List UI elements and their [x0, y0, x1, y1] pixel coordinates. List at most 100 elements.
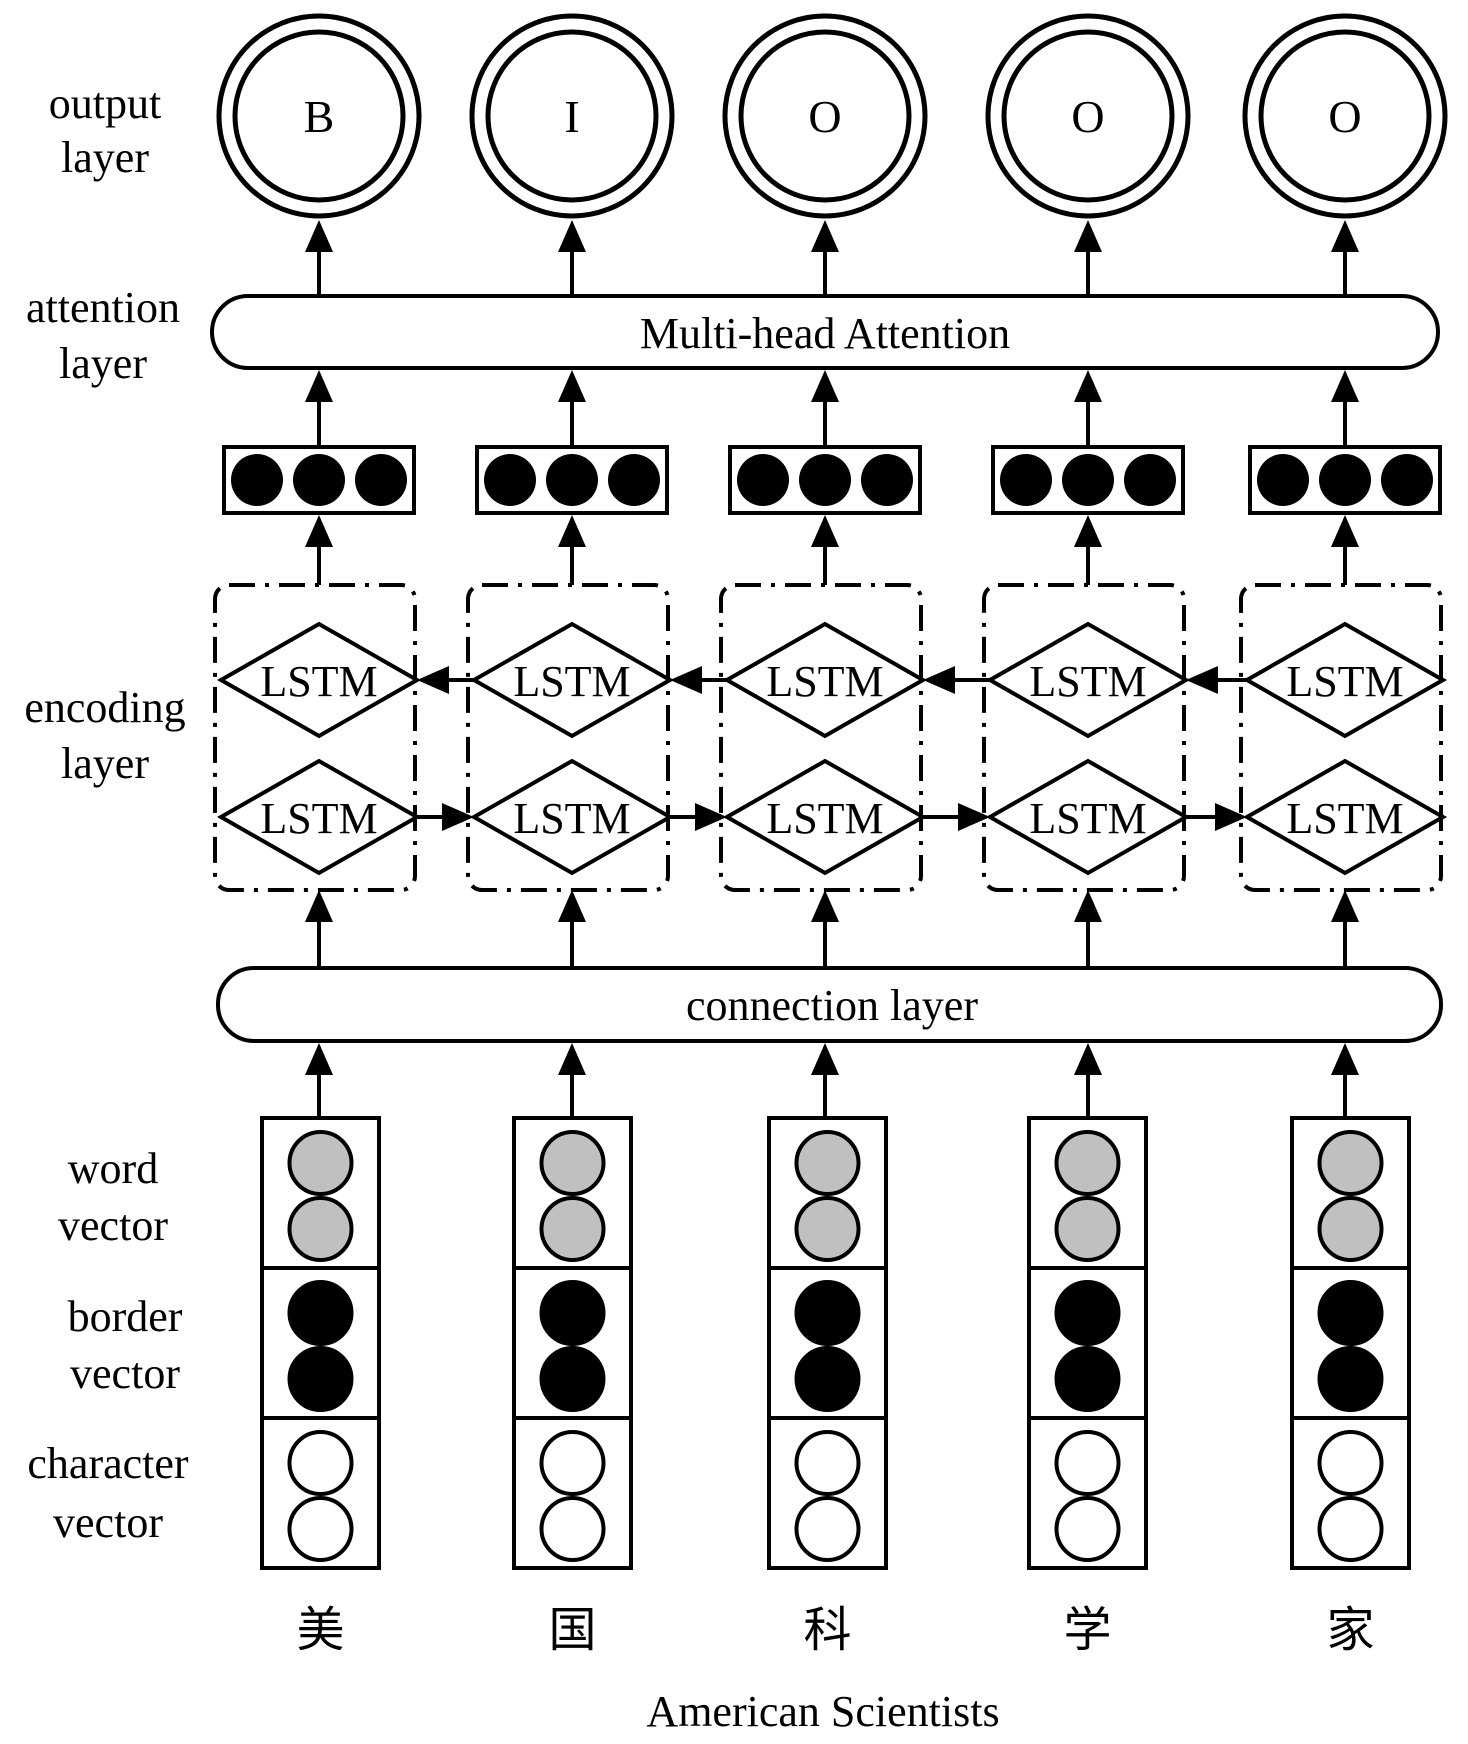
- border-vector-dot-2-0: [794, 1280, 861, 1346]
- token-columns: BLSTMLSTM美ILSTMLSTM国OLSTMLSTM科OLSTMLSTM学…: [213, 13, 1448, 1657]
- backward-lstm-label-4: LSTM: [1286, 657, 1403, 706]
- output-tag-3: O: [1071, 91, 1104, 142]
- attention-layer-text: Multi-head Attention: [640, 309, 1010, 358]
- output-node-inner-0: [232, 29, 406, 203]
- arrow-input-to-connection-3-head: [1074, 1043, 1102, 1075]
- border-vector-dot-4-0: [1317, 1280, 1384, 1346]
- word-vector-dot-3-0: [1054, 1130, 1121, 1196]
- character-vector-dot-0-1: [287, 1496, 354, 1562]
- character-vector-dot-1-0: [539, 1430, 606, 1496]
- arrow-encoding-to-hidden-0-head: [305, 515, 333, 547]
- character-vector-label-line2: vector: [53, 1498, 163, 1547]
- border-vector-dot-2-1: [794, 1346, 861, 1412]
- hidden-state-dot-0-1: [293, 454, 345, 506]
- border-vector-dot-1-1: [539, 1346, 606, 1412]
- character-vector-dot-3-0: [1054, 1430, 1121, 1496]
- arrow-hidden-to-attention-1-head: [558, 370, 586, 402]
- arrow-attention-to-output-1-head: [558, 220, 586, 252]
- input-character-2: 科: [803, 1604, 851, 1657]
- backward-lstm-label-2: LSTM: [766, 657, 883, 706]
- input-character-1: 国: [548, 1604, 596, 1657]
- output-layer-label-line2: layer: [61, 133, 149, 182]
- arrow-attention-to-output-4-head: [1331, 220, 1359, 252]
- connection-layer-text: connection layer: [686, 981, 978, 1030]
- arrow-attention-to-output-0-head: [305, 220, 333, 252]
- hidden-state-dot-0-0: [231, 454, 283, 506]
- encoding-layer-label-line2: layer: [61, 739, 149, 788]
- forward-lstm-label-2: LSTM: [766, 794, 883, 843]
- backward-link-2-head: [923, 666, 955, 694]
- output-node-inner-1: [485, 29, 659, 203]
- arrow-input-to-connection-4-head: [1331, 1043, 1359, 1075]
- arrow-connection-to-encoding-0-head: [305, 890, 333, 922]
- encoding-cell-box-1: [466, 583, 670, 892]
- hidden-state-dot-1-0: [484, 454, 536, 506]
- sentence-caption: American Scientists: [646, 1687, 999, 1736]
- character-vector-dot-4-1: [1317, 1496, 1384, 1562]
- encoding-cell-box-3: [982, 583, 1186, 892]
- encoding-layer-label-line1: encoding: [24, 683, 185, 732]
- encoding-cell-box-2: [719, 583, 923, 892]
- hidden-state-dot-1-2: [608, 454, 660, 506]
- forward-lstm-diamond-4: [1242, 758, 1448, 876]
- output-node-inner-2: [738, 29, 912, 203]
- border-vector-dot-4-1: [1317, 1346, 1384, 1412]
- output-tag-1: I: [564, 91, 579, 142]
- hidden-state-dot-2-1: [799, 454, 851, 506]
- arrow-encoding-to-hidden-2-head: [811, 515, 839, 547]
- backward-link-1-head: [670, 666, 702, 694]
- word-vector-dot-3-1: [1054, 1196, 1121, 1262]
- attention-layer-label-line1: attention: [26, 283, 180, 332]
- word-vector-dot-2-1: [794, 1196, 861, 1262]
- forward-link-1-head: [695, 803, 727, 831]
- character-vector-dot-4-0: [1317, 1430, 1384, 1496]
- hidden-state-dot-3-2: [1124, 454, 1176, 506]
- arrow-connection-to-encoding-4-head: [1331, 890, 1359, 922]
- hidden-state-dot-2-2: [861, 454, 913, 506]
- input-character-4: 家: [1326, 1604, 1374, 1657]
- backward-link-0-head: [417, 666, 449, 694]
- border-vector-dot-3-1: [1054, 1346, 1121, 1412]
- character-vector-dot-3-1: [1054, 1496, 1121, 1562]
- character-vector-label-line1: character: [27, 1439, 189, 1488]
- character-vector-dot-2-0: [794, 1430, 861, 1496]
- backward-link-3-head: [1186, 666, 1218, 694]
- attention-layer-label-line2: layer: [59, 339, 147, 388]
- word-vector-dot-4-1: [1317, 1196, 1384, 1262]
- arrow-connection-to-encoding-3-head: [1074, 890, 1102, 922]
- arrow-input-to-connection-1-head: [558, 1043, 586, 1075]
- arrow-hidden-to-attention-3-head: [1074, 370, 1102, 402]
- character-vector-dot-1-1: [539, 1496, 606, 1562]
- forward-lstm-label-0: LSTM: [260, 794, 377, 843]
- hidden-state-dot-4-0: [1257, 454, 1309, 506]
- backward-lstm-label-0: LSTM: [260, 657, 377, 706]
- arrow-attention-to-output-3-head: [1074, 220, 1102, 252]
- backward-lstm-label-3: LSTM: [1029, 657, 1146, 706]
- word-vector-dot-0-1: [287, 1196, 354, 1262]
- word-vector-dot-0-0: [287, 1130, 354, 1196]
- hidden-state-dot-4-1: [1319, 454, 1371, 506]
- character-vector-dot-0-0: [287, 1430, 354, 1496]
- border-vector-label-line1: border: [68, 1292, 183, 1341]
- border-vector-dot-1-0: [539, 1280, 606, 1346]
- connection-layer-band: [216, 966, 1443, 1043]
- arrow-attention-to-output-2-head: [811, 220, 839, 252]
- character-vector-dot-2-1: [794, 1496, 861, 1562]
- border-vector-dot-0-0: [287, 1280, 354, 1346]
- forward-lstm-label-3: LSTM: [1029, 794, 1146, 843]
- word-vector-dot-4-0: [1317, 1130, 1384, 1196]
- forward-link-3-head: [1215, 803, 1247, 831]
- border-vector-dot-3-0: [1054, 1280, 1121, 1346]
- input-character-3: 学: [1063, 1604, 1111, 1657]
- word-vector-dot-2-0: [794, 1130, 861, 1196]
- output-tag-4: O: [1328, 91, 1361, 142]
- word-vector-label-line2: vector: [58, 1201, 168, 1250]
- hidden-state-dot-3-0: [1000, 454, 1052, 506]
- hidden-state-dot-3-1: [1062, 454, 1114, 506]
- arrow-input-to-connection-2-head: [811, 1043, 839, 1075]
- backward-lstm-label-1: LSTM: [513, 657, 630, 706]
- arrow-encoding-to-hidden-1-head: [558, 515, 586, 547]
- word-vector-label-line1: word: [68, 1144, 158, 1193]
- row-labels: output layer attention layer encoding la…: [24, 79, 189, 1547]
